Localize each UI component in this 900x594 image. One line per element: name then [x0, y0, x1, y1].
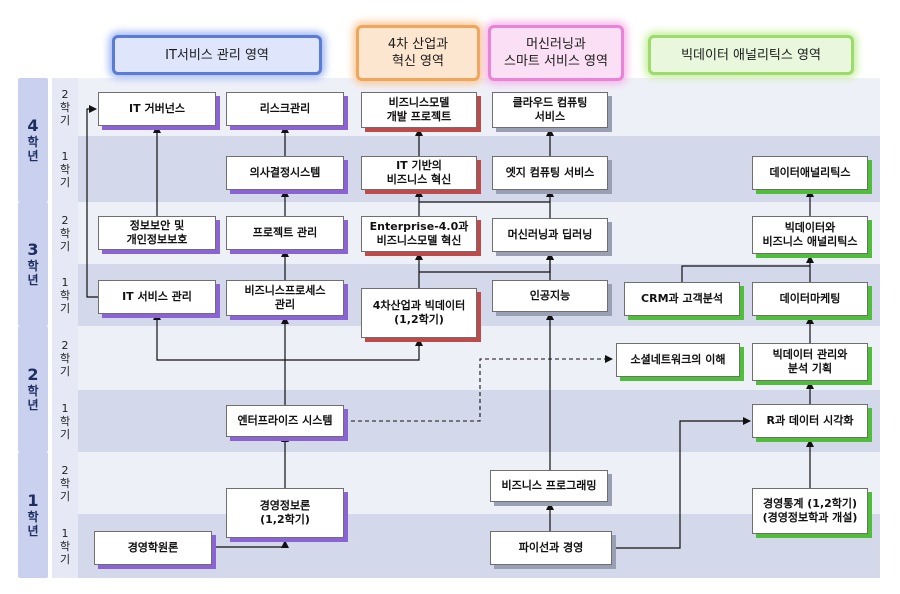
course-industry4-bigdata[interactable]: 4차산업과 빅데이터 (1,2학기)	[361, 288, 477, 338]
course-business-programming[interactable]: 비즈니스 프로그래밍	[490, 470, 608, 502]
band-y1-s2	[78, 452, 880, 514]
link-enterprise-to-ind4	[285, 338, 423, 361]
band-y2-s2	[78, 326, 880, 390]
course-it-governance[interactable]: IT 거버넌스	[98, 92, 216, 126]
area-header-industry4: 4차 산업과 혁신 영역	[356, 25, 480, 81]
link-intro-to-mis	[212, 540, 289, 548]
course-python-management[interactable]: 파이선과 경영	[490, 531, 612, 565]
link-enterprise-to-sna-dashed	[344, 355, 613, 422]
course-it-service-management[interactable]: IT 서비스 관리	[98, 280, 216, 314]
course-crm[interactable]: CRM과 고객분석	[624, 282, 740, 316]
course-enterprise-system[interactable]: 엔터프라이즈 시스템	[226, 405, 344, 437]
course-infosec-privacy[interactable]: 정보보안 및 개인정보보호	[98, 216, 216, 250]
course-business-model-project[interactable]: 비즈니스모델 개발 프로젝트	[361, 92, 477, 128]
course-bigdata-business-analytics[interactable]: 빅데이터와 비즈니스 애널리틱스	[752, 216, 868, 254]
course-data-analytics[interactable]: 데이터애널리틱스	[752, 156, 868, 190]
link-enterprise-to-itsm	[153, 312, 285, 361]
link-ind4-to-mldl	[419, 252, 554, 273]
course-ml-dl[interactable]: 머신러닝과 딥러닝	[492, 218, 608, 252]
course-social-network[interactable]: 소셜네트워크의 이해	[616, 343, 740, 377]
link-python-to-rviz	[612, 417, 751, 549]
course-data-marketing[interactable]: 데이터마케팅	[752, 282, 868, 316]
area-header-big-data: 빅데이터 애널리틱스 영역	[648, 35, 854, 75]
course-business-process-management[interactable]: 비즈니스프로세스 관리	[226, 280, 344, 316]
course-it-business-innovation[interactable]: IT 기반의 비즈니스 혁신	[361, 156, 477, 190]
course-risk-management[interactable]: 리스크관리	[226, 92, 344, 126]
course-ai[interactable]: 인공지능	[492, 280, 608, 312]
course-business-statistics[interactable]: 경영통계 (1,2학기) (경영정보학과 개설)	[752, 488, 868, 534]
link-crm-to-bdbiz	[681, 265, 810, 282]
course-intro-management[interactable]: 경영학원론	[94, 531, 212, 565]
course-decision-system[interactable]: 의사결정시스템	[226, 156, 344, 190]
course-edge-computing[interactable]: 엣지 컴퓨팅 서비스	[492, 156, 608, 190]
band-y4-s1	[78, 136, 880, 202]
area-header-machine-learning: 머신러닝과 스마트 서비스 영역	[488, 25, 624, 81]
link-itsm-to-itgov	[86, 105, 98, 298]
course-r-visualization[interactable]: R과 데이터 시각화	[752, 404, 868, 438]
course-mis[interactable]: 경영정보론 (1,2학기)	[226, 488, 344, 538]
course-project-management[interactable]: 프로젝트 관리	[226, 216, 344, 250]
course-enterprise-40[interactable]: Enterprise-4.0과 비즈니스모델 혁신	[361, 216, 477, 252]
course-bigdata-management[interactable]: 빅데이터 관리와 분석 기획	[752, 343, 868, 381]
course-cloud-computing[interactable]: 클라우드 컴퓨팅 서비스	[492, 92, 608, 128]
area-header-it-service: IT서비스 관리 영역	[112, 35, 322, 75]
